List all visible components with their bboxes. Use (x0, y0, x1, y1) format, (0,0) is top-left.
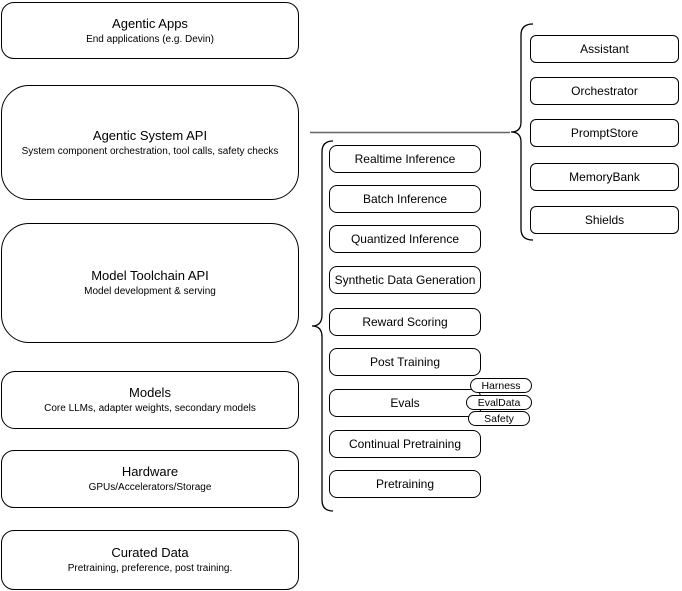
agentic-system-api-subtitle: System component orchestration, tool cal… (21, 145, 279, 157)
toolchain-item-reward-scoring: Reward Scoring (329, 308, 481, 336)
hardware-title: Hardware (121, 464, 179, 479)
toolchain-item-label: Synthetic Data Generation (334, 273, 476, 287)
hardware-box: Hardware GPUs/Accelerators/Storage (1, 450, 299, 508)
toolchain-item-continual-pretraining: Continual Pretraining (329, 430, 481, 458)
toolchain-item-label: Batch Inference (362, 192, 448, 206)
toolchain-item-realtime-inference: Realtime Inference (329, 145, 481, 173)
component-orchestrator: Orchestrator (530, 77, 679, 105)
component-shields: Shields (530, 206, 679, 234)
model-toolchain-api-subtitle: Model development & serving (84, 286, 216, 297)
agentic-apps-subtitle: End applications (e.g. Devin) (86, 33, 214, 45)
eval-tag-safety: Safety (468, 411, 530, 426)
agentic-apps-box: Agentic Apps End applications (e.g. Devi… (1, 2, 299, 59)
models-subtitle: Core LLMs, adapter weights, secondary mo… (44, 403, 256, 414)
eval-tag-label: EvalData (477, 396, 521, 409)
toolchain-item-label: Continual Pretraining (348, 437, 462, 451)
component-promptstore: PromptStore (530, 119, 679, 147)
toolchain-item-label: Pretraining (375, 477, 435, 491)
models-box: Models Core LLMs, adapter weights, secon… (1, 371, 299, 429)
eval-tag-evaldata: EvalData (466, 395, 532, 410)
toolchain-item-label: Reward Scoring (362, 315, 448, 329)
curated-data-box: Curated Data Pretraining, preference, po… (1, 530, 299, 590)
toolchain-item-label: Evals (390, 396, 420, 410)
toolchain-item-pretraining: Pretraining (329, 470, 481, 498)
hardware-subtitle: GPUs/Accelerators/Storage (88, 482, 212, 493)
models-title: Models (129, 385, 171, 400)
eval-tag-label: Harness (481, 379, 521, 392)
components-brace (510, 23, 534, 241)
toolchain-item-quantized-inference: Quantized Inference (329, 225, 481, 253)
toolchain-item-label: Post Training (369, 355, 441, 369)
component-label: PromptStore (570, 126, 639, 140)
toolchain-item-synthetic-data-generation: Synthetic Data Generation (329, 266, 481, 294)
toolchain-item-label: Quantized Inference (350, 232, 460, 246)
eval-tag-harness: Harness (470, 378, 532, 393)
component-label: Assistant (580, 42, 629, 56)
toolchain-item-batch-inference: Batch Inference (329, 185, 481, 213)
component-label: MemoryBank (569, 170, 640, 184)
agentic-system-api-box: Agentic System API System component orch… (1, 85, 299, 200)
eval-tag-label: Safety (484, 412, 514, 425)
component-label: Orchestrator (571, 84, 638, 98)
model-toolchain-api-box: Model Toolchain API Model development & … (1, 223, 299, 343)
curated-data-title: Curated Data (111, 545, 189, 560)
component-label: Shields (584, 213, 625, 227)
component-memorybank: MemoryBank (530, 163, 679, 191)
component-assistant: Assistant (530, 35, 679, 63)
toolchain-item-post-training: Post Training (329, 348, 481, 376)
curated-data-subtitle: Pretraining, preference, post training. (67, 563, 233, 574)
toolchain-item-evals: Evals (329, 389, 481, 417)
toolchain-item-label: Realtime Inference (354, 152, 456, 166)
agentic-system-api-title: Agentic System API (92, 127, 208, 143)
model-toolchain-api-title: Model Toolchain API (91, 268, 209, 283)
agentic-apps-title: Agentic Apps (112, 15, 188, 31)
toolchain-brace (311, 140, 334, 512)
